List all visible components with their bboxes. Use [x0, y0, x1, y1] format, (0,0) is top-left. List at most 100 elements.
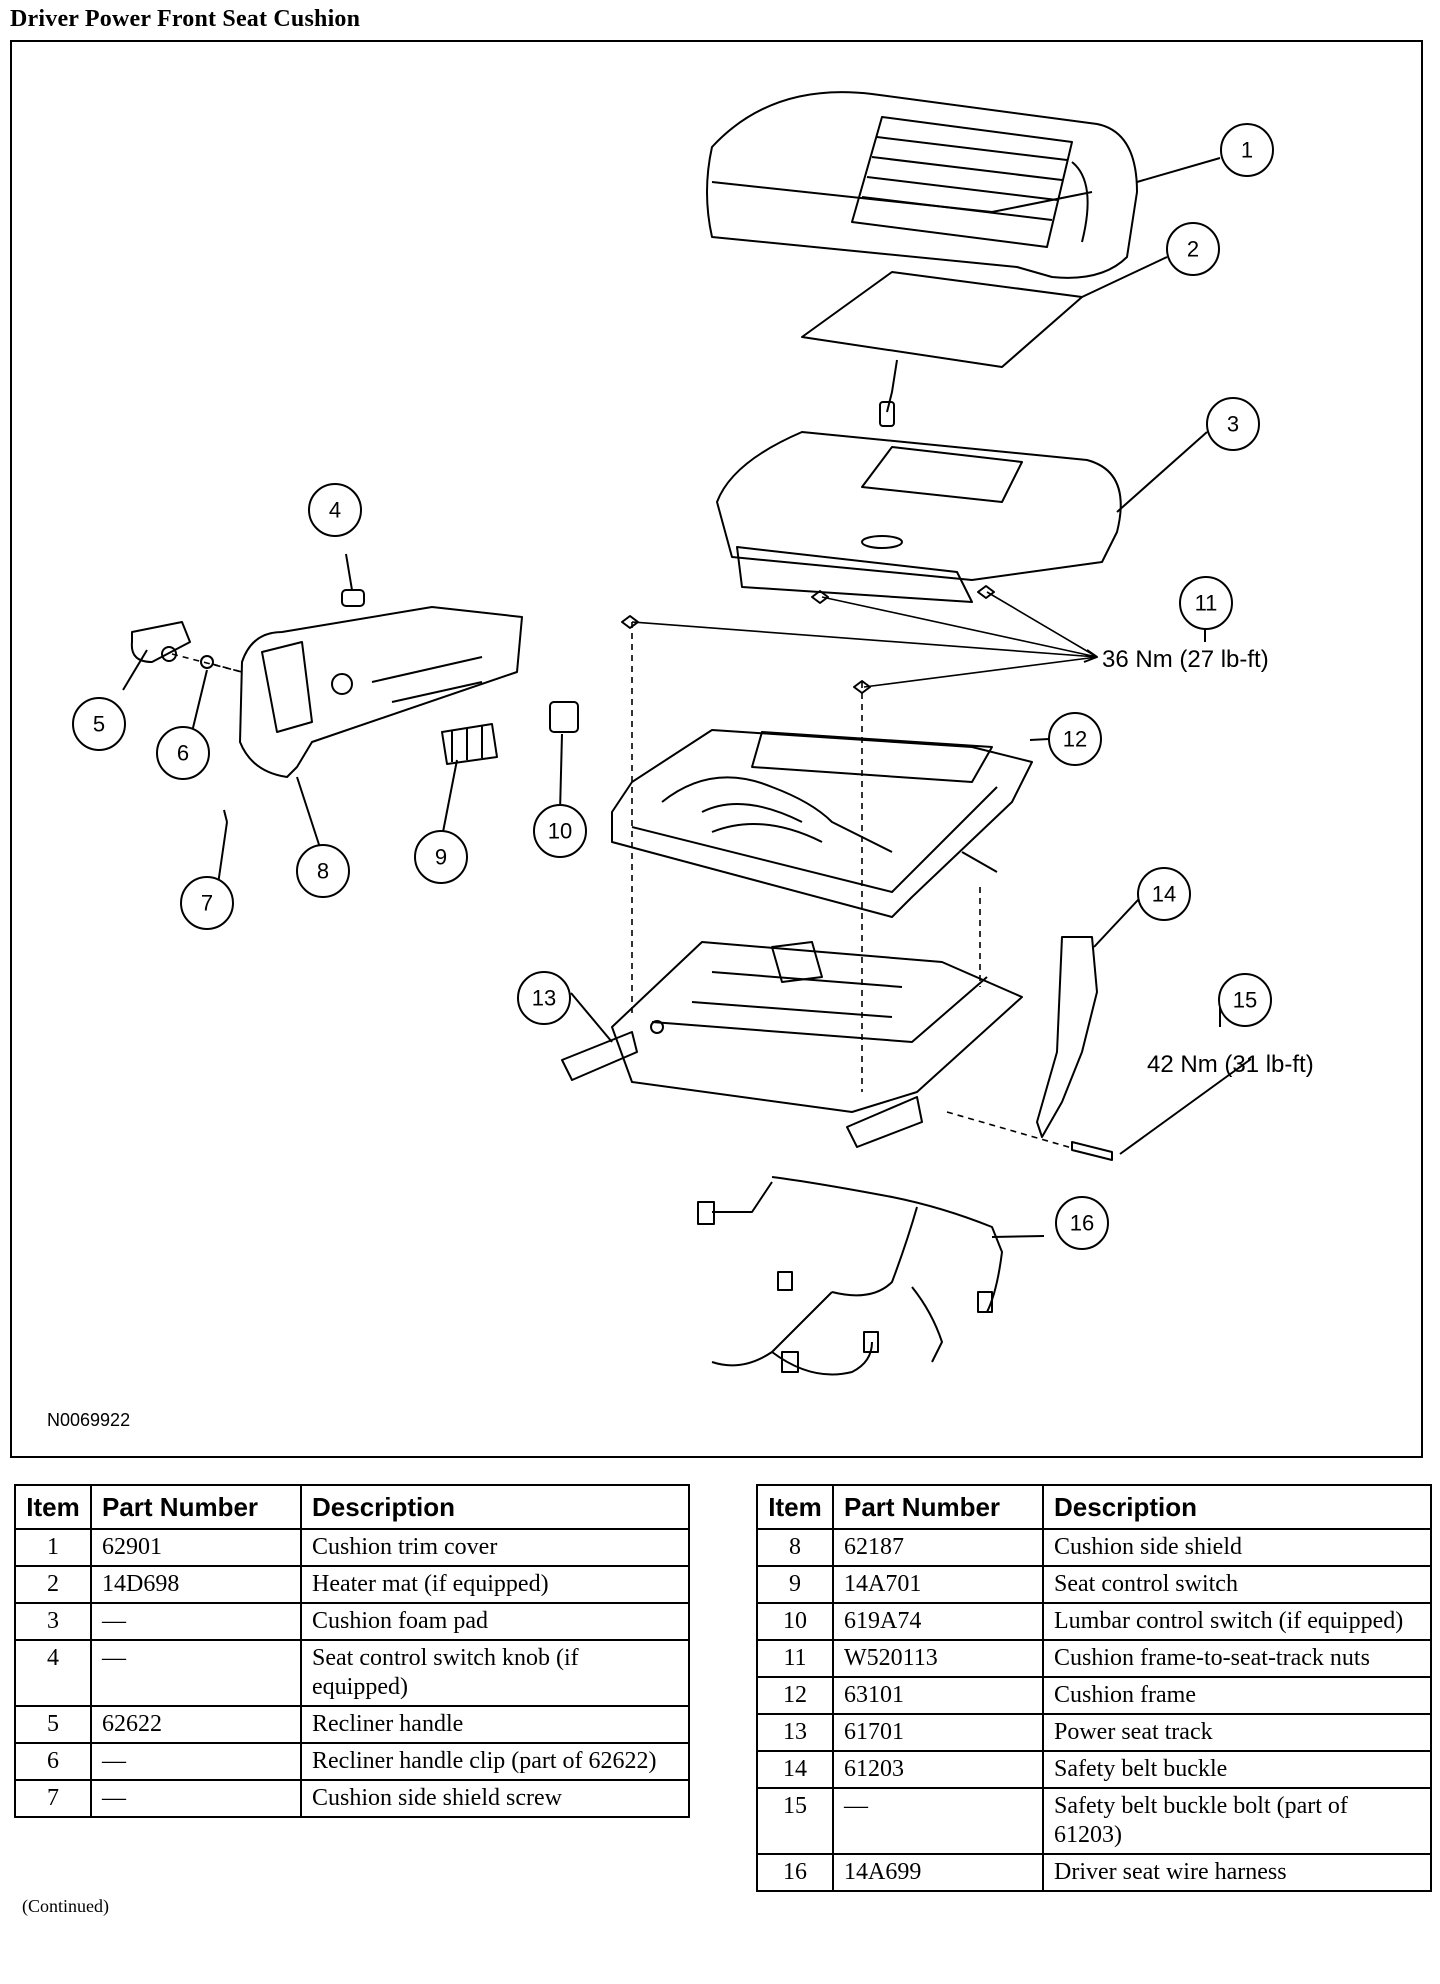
buckle-bolt-drawing [1071, 1141, 1113, 1161]
header-part-number: Part Number [832, 1484, 1044, 1530]
cushion-foam-pad-drawing [716, 431, 1122, 603]
callout-14: 14 [1152, 882, 1176, 907]
table-header-row: Item Part Number Description [756, 1484, 1432, 1530]
header-description: Description [1042, 1484, 1432, 1530]
part-number-cell: W520113 [832, 1639, 1044, 1678]
continued-note: (Continued) [22, 1896, 109, 1916]
header-description: Description [300, 1484, 690, 1530]
item-cell: 12 [756, 1676, 834, 1715]
callout-11: 11 [1195, 591, 1218, 616]
callout-1: 1 [1241, 138, 1253, 163]
part-number-cell: — [90, 1742, 302, 1781]
part-number-cell: — [90, 1779, 302, 1818]
part-number-cell: — [90, 1602, 302, 1641]
torque-spec-15: 42 Nm (31 lb-ft) [1147, 1051, 1314, 1078]
description-cell: Cushion side shield [1042, 1528, 1432, 1567]
callout-12: 12 [1063, 727, 1087, 752]
part-number-cell: — [90, 1639, 302, 1707]
callout-5: 5 [93, 712, 105, 737]
header-item: Item [14, 1484, 92, 1530]
recliner-clip-drawing [200, 655, 214, 669]
description-cell: Cushion side shield screw [300, 1779, 690, 1818]
exploded-view-figure: 1 2 3 4 5 6 7 8 9 10 11 12 13 14 15 16 3… [10, 40, 1423, 1458]
callout-4: 4 [329, 498, 341, 523]
callout-7: 7 [201, 891, 213, 916]
lumbar-switch-drawing [549, 701, 579, 733]
callout-3: 3 [1227, 412, 1239, 437]
item-cell: 8 [756, 1528, 834, 1567]
power-seat-track-drawing [561, 941, 1023, 1148]
table-row: 3—Cushion foam pad [14, 1602, 690, 1641]
item-cell: 7 [14, 1779, 92, 1818]
page-title: Driver Power Front Seat Cushion [10, 6, 361, 32]
table-row: 4—Seat control switch knob (if equipped) [14, 1639, 690, 1707]
part-number-cell: 14A699 [832, 1853, 1044, 1892]
item-cell: 15 [756, 1787, 834, 1855]
part-number-cell: 61701 [832, 1713, 1044, 1752]
callout-6: 6 [177, 741, 189, 766]
callout-2: 2 [1187, 237, 1199, 262]
item-cell: 4 [14, 1639, 92, 1707]
description-cell: Safety belt buckle [1042, 1750, 1432, 1789]
cushion-trim-cover-drawing [706, 91, 1138, 279]
description-cell: Power seat track [1042, 1713, 1432, 1752]
safety-belt-buckle-drawing [1036, 936, 1098, 1138]
table-row: 15—Safety belt buckle bolt (part of 6120… [756, 1787, 1432, 1855]
item-cell: 13 [756, 1713, 834, 1752]
item-cell: 3 [14, 1602, 92, 1641]
item-cell: 2 [14, 1565, 92, 1604]
item-cell: 5 [14, 1705, 92, 1744]
part-number-cell: 61203 [832, 1750, 1044, 1789]
item-cell: 16 [756, 1853, 834, 1892]
seat-control-knob-drawing [341, 589, 365, 607]
description-cell: Lumbar control switch (if equipped) [1042, 1602, 1432, 1641]
table-row: 7—Cushion side shield screw [14, 1779, 690, 1818]
part-number-cell: 63101 [832, 1676, 1044, 1715]
description-cell: Safety belt buckle bolt (part of 61203) [1042, 1787, 1432, 1855]
cushion-side-shield-drawing [239, 606, 523, 778]
side-shield-screw-drawing [223, 809, 228, 823]
part-number-cell: 14A701 [832, 1565, 1044, 1604]
description-cell: Cushion frame [1042, 1676, 1432, 1715]
callout-9: 9 [435, 845, 447, 870]
header-part-number: Part Number [90, 1484, 302, 1530]
callout-13: 13 [532, 986, 556, 1011]
seat-control-switch-drawing [441, 723, 498, 765]
cushion-frame-drawing [611, 729, 1033, 918]
callout-16: 16 [1070, 1211, 1094, 1236]
callout-8: 8 [317, 859, 329, 884]
part-number-cell: 62901 [90, 1528, 302, 1567]
callout-15: 15 [1233, 988, 1257, 1013]
item-cell: 6 [14, 1742, 92, 1781]
description-cell: Heater mat (if equipped) [300, 1565, 690, 1604]
header-item: Item [756, 1484, 834, 1530]
description-cell: Recliner handle [300, 1705, 690, 1744]
description-cell: Driver seat wire harness [1042, 1853, 1432, 1892]
part-number-cell: 62187 [832, 1528, 1044, 1567]
description-cell: Cushion trim cover [300, 1528, 690, 1567]
description-cell: Cushion frame-to-seat-track nuts [1042, 1639, 1432, 1678]
item-cell: 10 [756, 1602, 834, 1641]
table-row: 6—Recliner handle clip (part of 62622) [14, 1742, 690, 1781]
description-cell: Cushion foam pad [300, 1602, 690, 1641]
description-cell: Seat control switch knob (if equipped) [300, 1639, 690, 1707]
table-header-row: Item Part Number Description [14, 1484, 690, 1530]
item-cell: 1 [14, 1528, 92, 1567]
description-cell: Seat control switch [1042, 1565, 1432, 1604]
part-number-cell: 619A74 [832, 1602, 1044, 1641]
item-cell: 14 [756, 1750, 834, 1789]
description-cell: Recliner handle clip (part of 62622) [300, 1742, 690, 1781]
part-number-cell: 62622 [90, 1705, 302, 1744]
part-number-cell: — [832, 1787, 1044, 1855]
